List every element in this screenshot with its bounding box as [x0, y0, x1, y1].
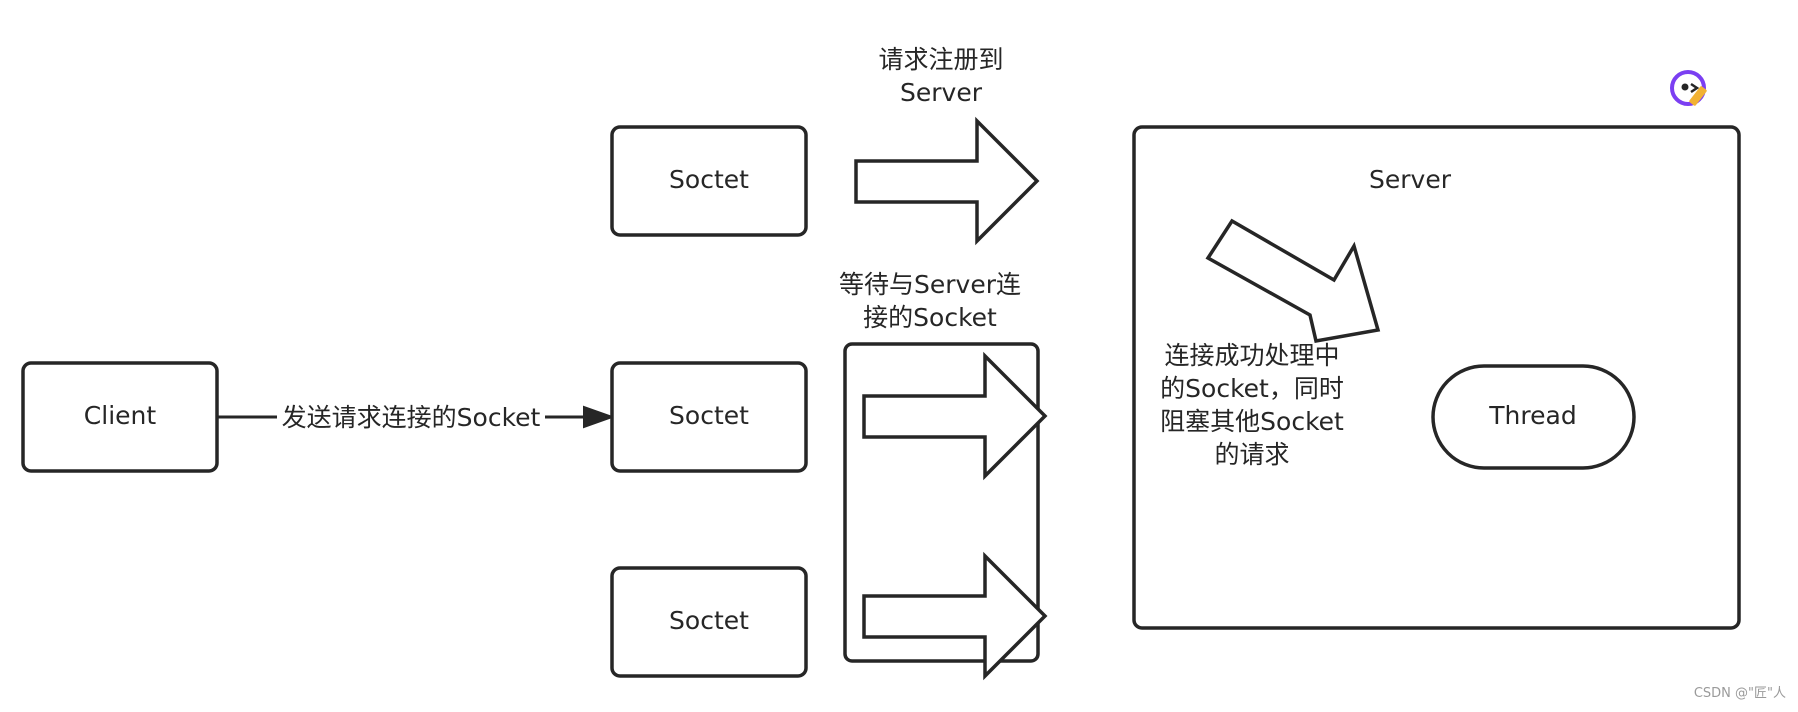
- processing-label-line3: 阻塞其他Socket: [1160, 407, 1344, 436]
- socket-bottom-box: [610, 566, 808, 678]
- processing-label-line4: 的请求: [1214, 440, 1289, 469]
- socket-top-label: Soctet: [669, 165, 749, 194]
- send-request-label: 发送请求连接的Socket: [282, 403, 541, 432]
- waiting-label-line2: 接的Socket: [863, 303, 997, 332]
- client-label: Client: [84, 401, 157, 430]
- waiting-block-arrow-upper: [862, 351, 1048, 481]
- register-block-arrow: [854, 116, 1040, 246]
- register-label-line1: 请求注册到: [878, 45, 1003, 74]
- socket-bottom-label: Soctet: [669, 606, 749, 635]
- socket-top-box: [610, 125, 808, 237]
- watermark: CSDN @"匠"人: [1694, 686, 1786, 701]
- thread-box: [1431, 364, 1636, 470]
- socket-middle-label: Soctet: [669, 401, 749, 430]
- register-label-line2: Server: [900, 78, 983, 107]
- waiting-block-arrow-lower: [862, 551, 1048, 681]
- thread-label: Thread: [1488, 401, 1576, 430]
- waiting-label-line1: 等待与Server连: [839, 270, 1021, 299]
- client-to-socket-arrowhead: [583, 405, 615, 429]
- socket-middle-box: [610, 361, 808, 473]
- processing-label-line2: 的Socket，同时: [1160, 374, 1344, 403]
- processing-block-arrow: [1205, 218, 1381, 344]
- logo-icon: [1670, 70, 1707, 106]
- server-label: Server: [1369, 165, 1452, 194]
- processing-label-line1: 连接成功处理中: [1164, 341, 1339, 370]
